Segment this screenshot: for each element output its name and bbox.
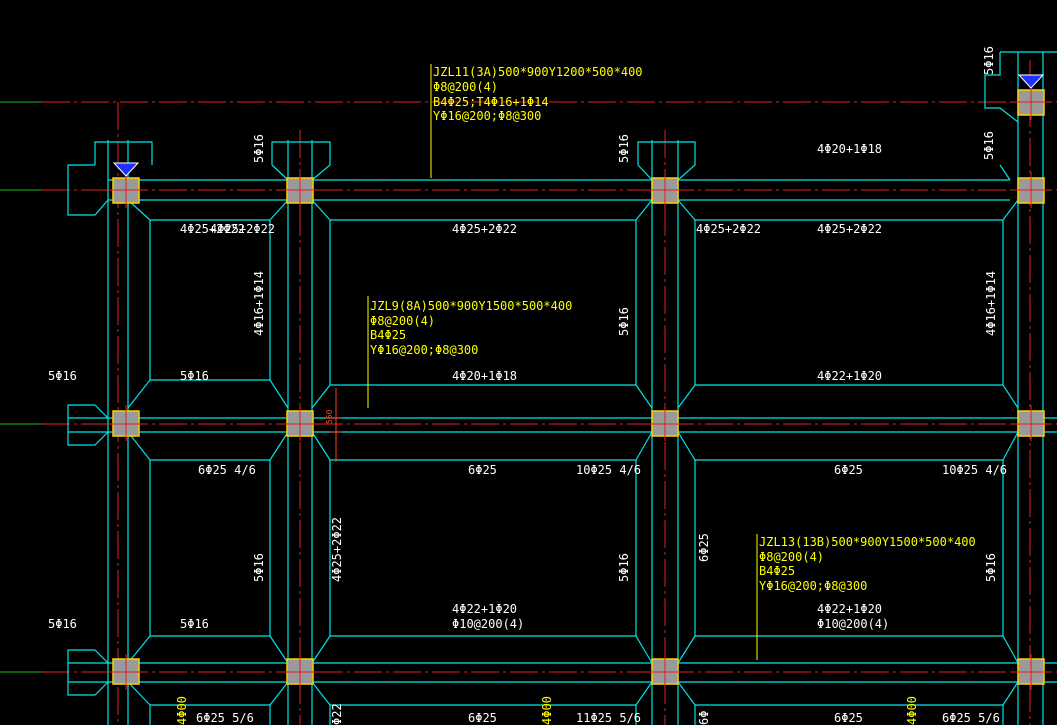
rebar-label: 4Φ22+1Φ20 — [452, 602, 517, 616]
rebar-label: 5Φ16 — [252, 134, 266, 163]
rebar-labels: 5Φ16 5Φ16 4Φ20+1Φ18 5Φ16 5Φ16 4Φ25+2Φ22 … — [48, 46, 1007, 725]
rebar-label: 4Φ25+2Φ22 — [452, 222, 517, 236]
rebar-label: 4Φ25+2Φ22 — [330, 517, 344, 582]
bottom-vertical-labels-white: Φ22 6Φ — [330, 703, 711, 725]
column-crosses — [108, 84, 1049, 690]
annotation-line: B4Φ25 — [759, 564, 795, 578]
rebar-label: 6Φ25 — [468, 463, 497, 477]
marker-triangle-icon — [112, 162, 140, 177]
beam-annotation-jzl11: JZL11(3A)500*900Y1200*500*400 Φ8@200(4) … — [433, 65, 643, 123]
rebar-label: 4Φ25+2Φ22 — [817, 222, 882, 236]
annotation-line: YΦ16@200;Φ8@300 — [370, 343, 478, 357]
leader-lines — [367, 64, 758, 660]
rebar-label: Φ10@200(4) — [452, 617, 524, 631]
rebar-label: Φ22 — [330, 703, 344, 725]
rebar-label: 4Φ22+1Φ20 — [817, 369, 882, 383]
annotation-line: Φ8@200(4) — [759, 550, 824, 564]
rebar-label: 4Φ00 — [540, 696, 554, 725]
annotation-line: Φ8@200(4) — [433, 80, 498, 94]
rebar-label: 5Φ16 — [984, 553, 998, 582]
rebar-label: 4Φ25+2Φ22 — [180, 222, 245, 236]
marker-triangle-icon — [1017, 74, 1045, 89]
rebar-label: 6Φ25 4/6 — [198, 463, 256, 477]
dimension-mark — [330, 388, 342, 462]
rebar-label: 5Φ16 — [982, 131, 996, 160]
beam-annotation-jzl9: JZL9(8A)500*900Y1500*500*400 Φ8@200(4) B… — [370, 299, 572, 357]
rebar-label: 11Φ25 5/6 — [576, 711, 641, 725]
rebar-label: 6Φ25 5/6 — [942, 711, 1000, 725]
rebar-label: 4Φ16+1Φ14 — [984, 271, 998, 336]
rebar-label: 6Φ25 5/6 — [196, 711, 254, 725]
bottom-vertical-labels: 4Φ00 4Φ00 4Φ00 — [175, 696, 919, 725]
rebar-label: 6Φ25 — [834, 463, 863, 477]
annotation-line: YΦ16@200;Φ8@300 — [433, 109, 541, 123]
annotation-line: YΦ16@200;Φ8@300 — [759, 579, 867, 593]
green-reference-lines — [0, 101, 42, 673]
rebar-label: 6Φ25 — [468, 711, 497, 725]
rebar-label: 4Φ00 — [175, 696, 189, 725]
rebar-label: 6Φ25 — [834, 711, 863, 725]
beam-annotation-jzl13: JZL13(13B)500*900Y1500*500*400 Φ8@200(4)… — [759, 535, 976, 593]
rebar-label: 4Φ20+1Φ18 — [452, 369, 517, 383]
rebar-label: 4Φ20+1Φ18 — [817, 142, 882, 156]
rebar-label: 6Φ25 — [697, 533, 711, 562]
rebar-label: 5Φ16 — [617, 134, 631, 163]
rebar-label: 10Φ25 4/6 — [576, 463, 641, 477]
rebar-label: 4Φ22+1Φ20 — [817, 602, 882, 616]
rebar-label: 5Φ16 — [180, 369, 209, 383]
rebar-label: 5Φ16 — [617, 307, 631, 336]
rebar-label: 5Φ16 — [617, 553, 631, 582]
annotation-line: B4Φ25 — [370, 328, 406, 342]
dimension-label: 550 — [325, 409, 334, 424]
rebar-label: 4Φ25+2Φ22 — [696, 222, 761, 236]
rebar-label: 5Φ16 — [48, 617, 77, 631]
axis-lines — [42, 60, 1057, 725]
annotation-line: JZL9(8A)500*900Y1500*500*400 — [370, 299, 572, 313]
rebar-label: 5Φ16 — [180, 617, 209, 631]
rebar-label: 4Φ25+2Φ22 — [210, 222, 275, 236]
elevation-markers — [112, 74, 1045, 177]
rebar-label: 4Φ16+1Φ14 — [252, 271, 266, 336]
rebar-label: 5Φ16 — [252, 553, 266, 582]
rebar-label: 5Φ16 — [982, 46, 996, 75]
rebar-label: Φ10@200(4) — [817, 617, 889, 631]
rebar-label: 5Φ16 — [48, 369, 77, 383]
rebar-label: 6Φ — [697, 711, 711, 725]
annotation-line: Φ8@200(4) — [370, 314, 435, 328]
annotation-line: B4Φ25;T4Φ16+1Φ14 — [433, 95, 549, 109]
annotation-line: JZL11(3A)500*900Y1200*500*400 — [433, 65, 643, 79]
rebar-label: 10Φ25 4/6 — [942, 463, 1007, 477]
rebar-label: 4Φ00 — [905, 696, 919, 725]
annotation-line: JZL13(13B)500*900Y1500*500*400 — [759, 535, 976, 549]
